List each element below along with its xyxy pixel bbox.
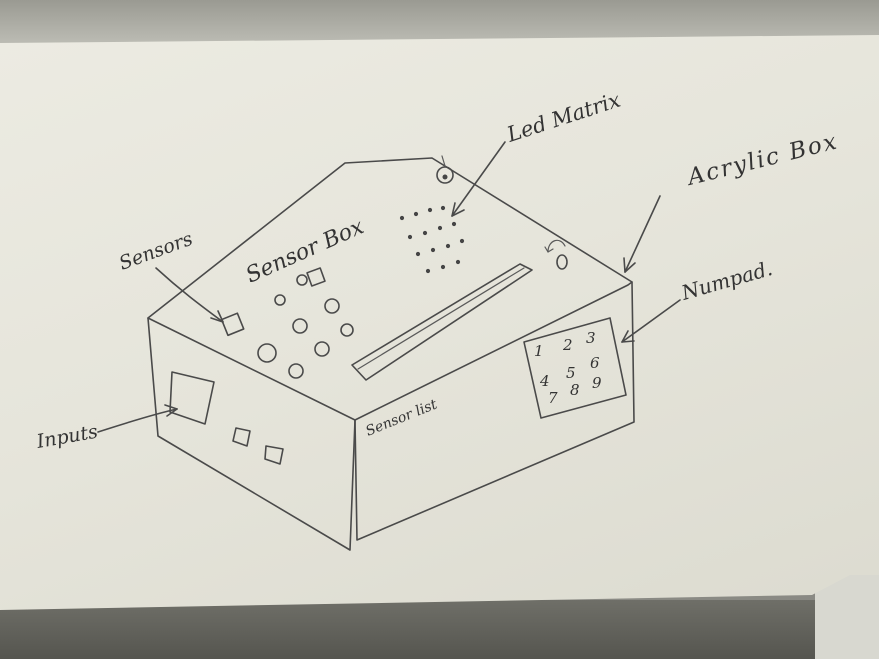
label-numpad: Numpad. [678, 256, 775, 305]
label-led-matrix: Led Matrix [503, 88, 623, 148]
rotary-knob-icon [544, 239, 568, 270]
annotation-arrows [97, 141, 681, 433]
knob-icon [436, 155, 454, 184]
numpad-key-2: 2 [562, 336, 573, 354]
box-outline [147, 157, 635, 551]
label-acrylic-box: Acrylic Box [683, 128, 841, 191]
label-sensor-list: Sensor list [364, 396, 440, 439]
label-sensor-box: Sensor Box [242, 214, 368, 288]
input-ports [169, 371, 284, 465]
numpad-key-6: 6 [590, 354, 600, 372]
led-matrix-dots [399, 205, 465, 274]
numpad-key-1: 1 [534, 342, 544, 360]
sensor-buttons [220, 267, 354, 379]
label-inputs: Inputs [34, 421, 100, 454]
paper-sheet [0, 35, 879, 610]
numpad-key-9: 9 [592, 374, 602, 392]
numpad-key-7: 7 [548, 389, 558, 407]
numpad: 1 2 3 4 5 6 7 8 9 [523, 317, 627, 419]
table-background-bottom [0, 600, 879, 659]
display-slot [351, 263, 533, 381]
numpad-key-8: 8 [570, 381, 580, 399]
numpad-key-4: 4 [539, 372, 550, 390]
numpad-key-5: 5 [566, 364, 576, 382]
numpad-key-3: 3 [586, 329, 596, 347]
